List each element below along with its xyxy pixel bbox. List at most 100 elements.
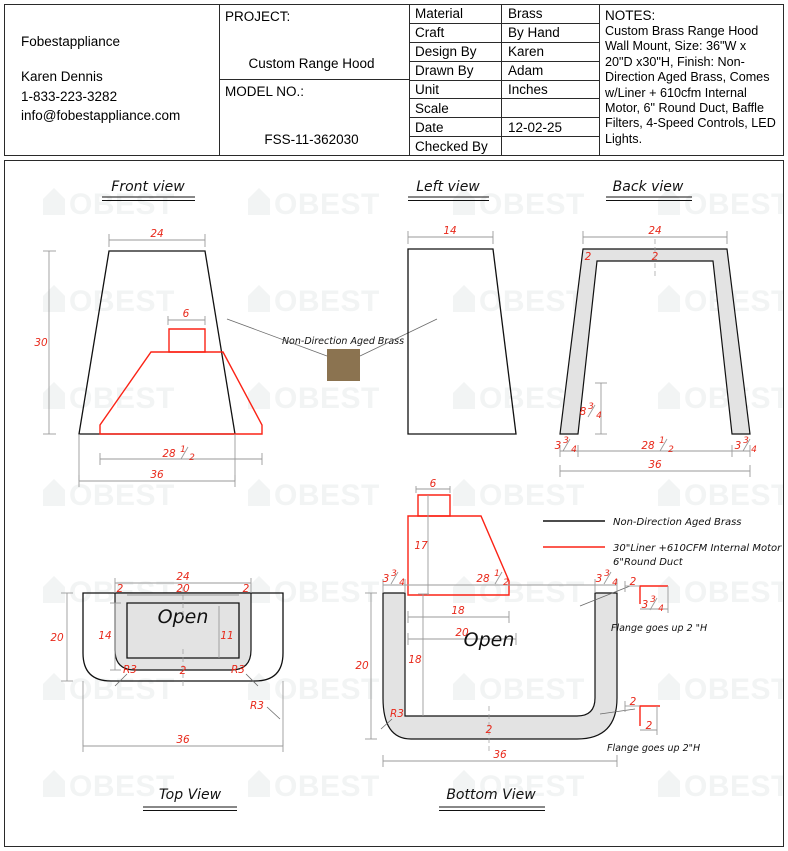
material-callout-label: Non-Direction Aged Brass — [282, 336, 404, 347]
bottom-dim-inner-whole: 28 — [476, 573, 490, 585]
spec-table: Material Brass Craft By Hand Design By K… — [410, 5, 600, 155]
brass-swatch — [327, 349, 360, 381]
spec-value: Brass — [508, 6, 543, 22]
spec-key: Date — [410, 118, 502, 137]
front-dim-24: 24 — [150, 228, 163, 240]
flange-bottom-h: 2 — [630, 696, 637, 708]
left-dim-liner-depth: 18 — [407, 605, 510, 623]
spec-value: Adam — [508, 63, 544, 79]
back-dim-right-num: 3 — [743, 436, 749, 446]
left-dim-duct: 6 — [415, 478, 451, 493]
contact-email: info@fobestappliance.com — [21, 108, 181, 123]
left-dim-18: 18 — [451, 605, 465, 617]
top-radius-2: R3 — [231, 664, 245, 676]
back-dim-left-den: 4 — [571, 445, 577, 455]
top-dim-24: 24 — [114, 571, 252, 593]
spec-key: Scale — [410, 99, 502, 118]
bottom-dim-left-den: 4 — [399, 578, 405, 588]
front-dim-liner-width: 28 1 2 — [99, 445, 263, 465]
top-view: Open 24 20 2 2 2 — [50, 571, 284, 812]
table-row: Checked By — [410, 137, 599, 155]
title-block: Fobestappliance Karen Dennis 1-833-223-3… — [4, 4, 784, 156]
legend: Non-Direction Aged Brass 30"Liner +610CF… — [543, 517, 782, 568]
back-dim-8-num: 3 — [588, 402, 594, 412]
flange-detail-top: 2 3 3 4 Flange goes up 2 "H — [579, 576, 707, 634]
company-name: Fobestappliance — [21, 34, 121, 49]
bottom-u-channel — [382, 592, 618, 740]
back-dim-inner-num: 1 — [659, 436, 665, 446]
legend-label-liner-2: 6"Round Duct — [613, 557, 684, 568]
back-dim-36: 36 — [648, 459, 662, 471]
left-dim-17: 17 — [414, 540, 428, 552]
bottom-open-label: Open — [464, 629, 515, 651]
spec-key: Drawn By — [410, 61, 502, 80]
left-view-title: Left view — [416, 179, 480, 195]
bottom-view-title: Bottom View — [446, 787, 536, 803]
spec-value: 12-02-25 — [508, 119, 563, 135]
spec-value — [502, 99, 599, 117]
bottom-dim-right-whole: 3 — [596, 573, 603, 585]
spec-key: Unit — [410, 80, 502, 99]
project-label: PROJECT: — [225, 9, 291, 24]
table-row: Scale — [410, 99, 599, 119]
back-dim-bottom-row: 3 3 4 28 1 2 3 3 4 — [555, 436, 757, 457]
table-row: Design By Karen — [410, 42, 599, 62]
top-dim-depth-20-label: 20 — [50, 632, 64, 644]
front-duct — [168, 328, 206, 353]
front-dim-28half-num: 1 — [180, 445, 186, 455]
model-value: FSS-11-362030 — [264, 132, 359, 147]
back-dim-inner-den: 2 — [668, 445, 674, 455]
project-row: PROJECT: Custom Range Hood — [220, 5, 409, 80]
bottom-radius: R3 — [390, 708, 404, 720]
front-liner-outline — [99, 351, 263, 435]
top-dim-11-label: 11 — [220, 630, 233, 642]
left-dim-bottom-depth: 20 — [407, 627, 517, 645]
bottom-dim-inner-num: 1 — [494, 569, 500, 579]
project-value: Custom Range Hood — [248, 56, 375, 71]
bottom-dim-36: 36 — [382, 749, 618, 767]
top-opening — [126, 602, 240, 659]
left-dim-liner-height: 17 — [414, 495, 429, 595]
back-dim-top-width: 24 — [582, 225, 728, 244]
top-dim-flange-bottom: 2 — [180, 665, 187, 677]
front-dim-bottom-width: 36 — [78, 469, 236, 487]
flange-top-v-whole: 3 — [642, 599, 649, 611]
front-dim-6: 6 — [183, 308, 190, 320]
drawing-vector-layer: Front view 24 30 — [34, 179, 782, 812]
material-callout: Non-Direction Aged Brass — [226, 318, 438, 381]
top-dim-36-label: 36 — [176, 734, 190, 746]
top-open-label: Open — [158, 606, 209, 628]
front-dim-28half-whole: 28 — [162, 448, 176, 460]
back-dim-right-whole: 3 — [735, 440, 742, 452]
top-radius-1: R3 — [123, 664, 137, 676]
flange-detail-bottom: 2 2 Flange goes up 2"H — [599, 696, 700, 754]
bottom-dim-18: 18 — [408, 593, 429, 716]
left-dim-top-depth: 14 — [407, 225, 494, 244]
top-dim-36: 36 — [82, 734, 284, 752]
flange-note-bottom: Flange goes up 2"H — [607, 743, 700, 754]
top-view-title: Top View — [159, 787, 222, 803]
bottom-view: Open 3 3 4 28 1 2 3 3 — [355, 569, 618, 812]
table-row: Drawn By Adam — [410, 61, 599, 81]
notes-body: Custom Brass Range Hood Wall Mount, Size… — [605, 24, 776, 146]
back-dim-flange-height: 8 3 4 — [580, 382, 607, 435]
front-dim-30: 30 — [34, 337, 48, 349]
table-row: Craft By Hand — [410, 23, 599, 43]
top-dim-flange-left: 2 — [117, 583, 124, 595]
contact-phone: 1-833-223-3282 — [21, 88, 118, 104]
back-dim-8-whole: 8 — [580, 406, 587, 418]
bottom-dim-18-label: 18 — [408, 654, 422, 666]
bottom-dim-right-den: 4 — [612, 578, 618, 588]
legend-label-brass: Non-Direction Aged Brass — [613, 517, 742, 528]
table-row: Material Brass — [410, 5, 599, 24]
flange-bottom-v: 2 — [646, 720, 653, 732]
left-liner-outline — [407, 515, 510, 596]
front-dim-28half-den: 2 — [189, 453, 195, 463]
back-view: Back view 24 2 2 — [555, 179, 757, 477]
back-dim-inner-whole: 28 — [641, 440, 655, 452]
front-dim-36: 36 — [150, 469, 164, 481]
spec-key: Checked By — [410, 137, 502, 155]
flange-top-v-num: 3 — [650, 595, 656, 605]
bottom-dim-inner-den: 2 — [503, 578, 509, 588]
